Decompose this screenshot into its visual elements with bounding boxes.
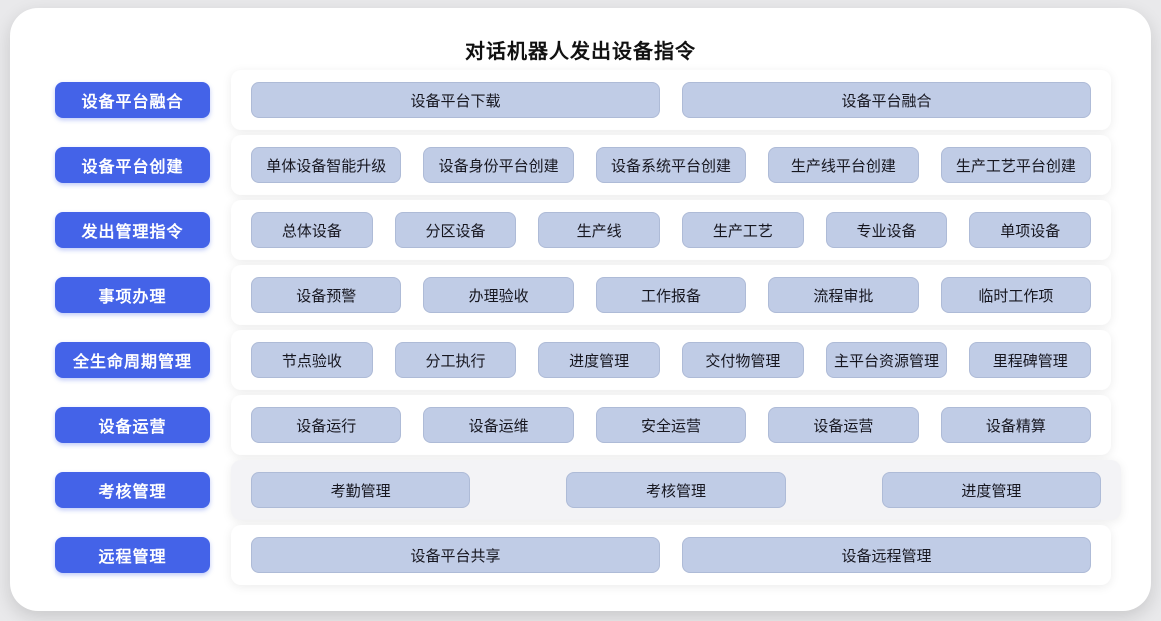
command-button[interactable]: 分工执行 [394, 342, 517, 378]
command-button[interactable]: 主平台资源管理 [825, 342, 948, 378]
command-panel: 设备预警办理验收工作报备流程审批临时工作项 [231, 265, 1111, 325]
command-button[interactable]: 交付物管理 [682, 342, 804, 378]
command-panel: 考勤管理 考核管理 进度管理 [231, 460, 1121, 520]
command-button[interactable]: 设备平台共享 [251, 537, 660, 573]
command-button[interactable]: 分区设备 [394, 212, 517, 248]
command-panel: 设备运行设备运维安全运营设备运营设备精算 [231, 395, 1111, 455]
command-button[interactable]: 安全运营 [595, 407, 747, 443]
command-button[interactable]: 设备运营 [768, 407, 919, 443]
command-button[interactable]: 考核管理 [566, 472, 786, 508]
command-button[interactable]: 单项设备 [969, 212, 1092, 248]
category-button[interactable]: 全生命周期管理 [55, 342, 210, 378]
command-button[interactable]: 临时工作项 [940, 277, 1092, 313]
command-button[interactable]: 生产工艺平台创建 [940, 147, 1092, 183]
command-button[interactable]: 生产线 [538, 212, 661, 248]
command-button[interactable]: 设备预警 [251, 277, 402, 313]
category-button[interactable]: 事项办理 [55, 277, 210, 313]
command-panel: 节点验收分工执行进度管理交付物管理主平台资源管理里程碑管理 [231, 330, 1111, 390]
command-button[interactable]: 设备平台下载 [251, 82, 660, 118]
command-button[interactable]: 设备系统平台创建 [595, 147, 747, 183]
command-button[interactable]: 设备精算 [940, 407, 1092, 443]
command-button[interactable]: 单体设备智能升级 [251, 147, 402, 183]
command-row: 设备运营设备运行设备运维安全运营设备运营设备精算 [55, 395, 1151, 455]
command-row: 发出管理指令总体设备分区设备生产线生产工艺专业设备单项设备 [55, 200, 1151, 260]
command-button[interactable]: 设备平台融合 [682, 82, 1091, 118]
command-row: 全生命周期管理节点验收分工执行进度管理交付物管理主平台资源管理里程碑管理 [55, 330, 1151, 390]
command-button[interactable]: 流程审批 [768, 277, 919, 313]
command-rows: 设备平台融合设备平台下载设备平台融合设备平台创建单体设备智能升级设备身份平台创建… [10, 70, 1151, 585]
command-row: 远程管理设备平台共享设备远程管理 [55, 525, 1151, 585]
command-button[interactable]: 里程碑管理 [969, 342, 1092, 378]
category-button[interactable]: 设备平台融合 [55, 82, 210, 118]
main-card: 对话机器人发出设备指令 设备平台融合设备平台下载设备平台融合设备平台创建单体设备… [10, 8, 1151, 611]
command-button[interactable]: 总体设备 [251, 212, 373, 248]
command-button[interactable]: 生产线平台创建 [768, 147, 919, 183]
command-button[interactable]: 考勤管理 [251, 472, 471, 508]
command-button[interactable]: 进度管理 [881, 472, 1101, 508]
command-row: 设备平台创建单体设备智能升级设备身份平台创建设备系统平台创建生产线平台创建生产工… [55, 135, 1151, 195]
command-button[interactable]: 节点验收 [251, 342, 373, 378]
category-button[interactable]: 考核管理 [55, 472, 210, 508]
command-panel: 设备平台下载设备平台融合 [231, 70, 1111, 130]
category-button[interactable]: 发出管理指令 [55, 212, 210, 248]
command-button[interactable]: 办理验收 [423, 277, 574, 313]
command-panel: 总体设备分区设备生产线生产工艺专业设备单项设备 [231, 200, 1111, 260]
command-row: 考核管理 考勤管理 考核管理 进度管理 [55, 460, 1151, 520]
command-row: 事项办理设备预警办理验收工作报备流程审批临时工作项 [55, 265, 1151, 325]
command-button[interactable]: 设备运维 [423, 407, 574, 443]
command-row: 设备平台融合设备平台下载设备平台融合 [55, 70, 1151, 130]
command-button[interactable]: 工作报备 [595, 277, 747, 313]
command-button[interactable]: 设备运行 [251, 407, 402, 443]
command-button[interactable]: 进度管理 [538, 342, 661, 378]
command-button[interactable]: 设备身份平台创建 [423, 147, 574, 183]
command-panel: 设备平台共享设备远程管理 [231, 525, 1111, 585]
page-title: 对话机器人发出设备指令 [465, 41, 696, 63]
category-button[interactable]: 设备运营 [55, 407, 210, 443]
command-button[interactable]: 生产工艺 [682, 212, 804, 248]
category-button[interactable]: 设备平台创建 [55, 147, 210, 183]
command-button[interactable]: 设备远程管理 [682, 537, 1091, 573]
command-button[interactable]: 专业设备 [825, 212, 948, 248]
category-button[interactable]: 远程管理 [55, 537, 210, 573]
command-panel: 单体设备智能升级设备身份平台创建设备系统平台创建生产线平台创建生产工艺平台创建 [231, 135, 1111, 195]
